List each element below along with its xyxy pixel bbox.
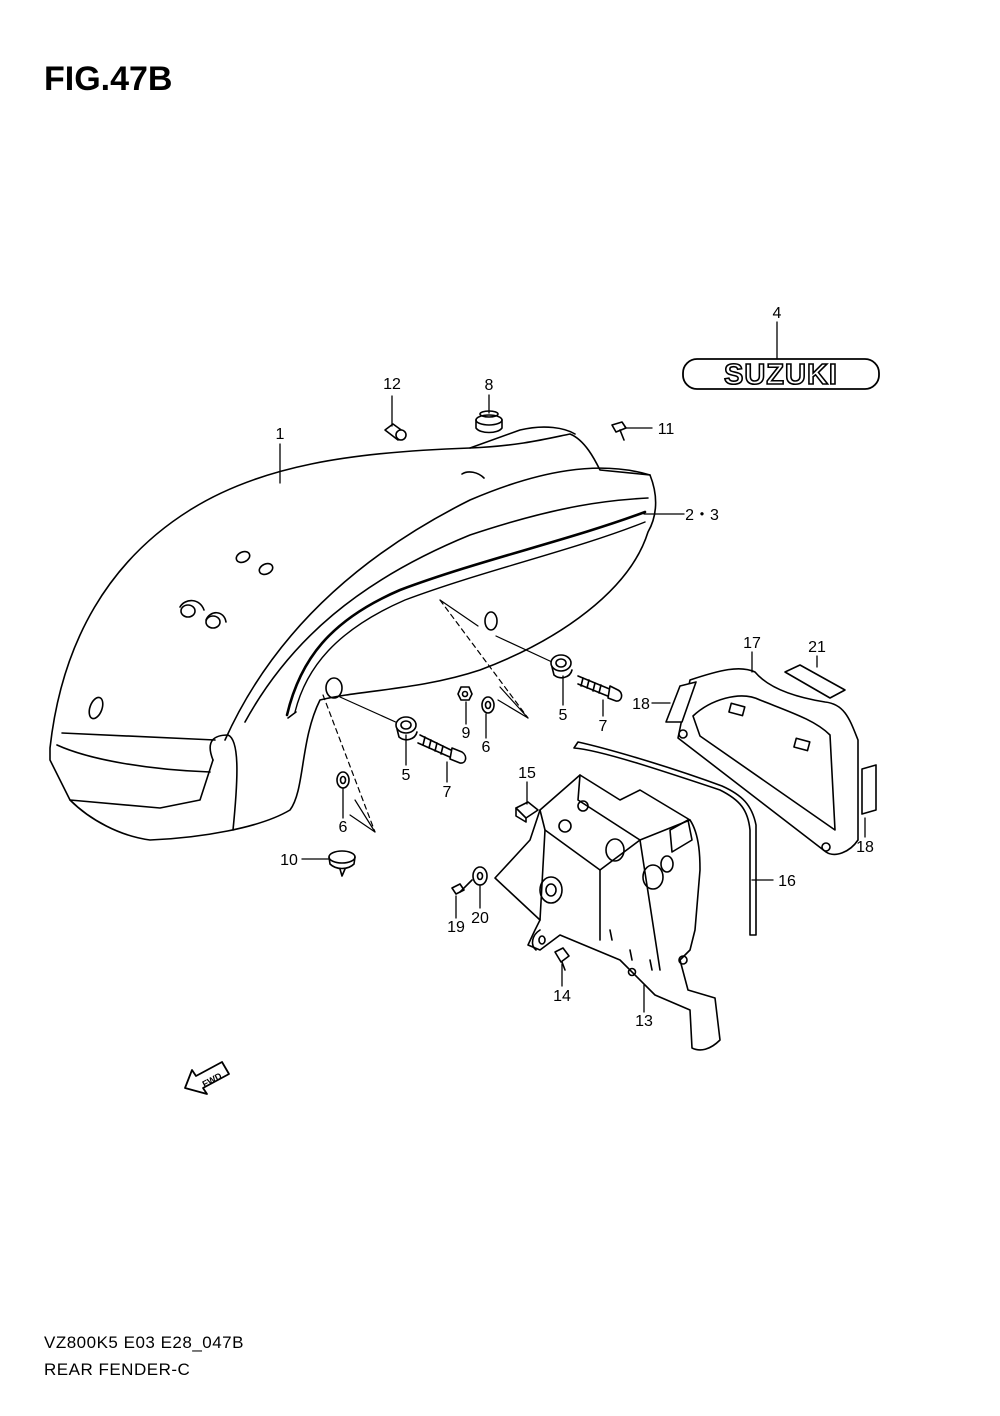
callout-7-right: 7 bbox=[599, 718, 608, 735]
callout-4: 4 bbox=[773, 305, 782, 322]
screw-11 bbox=[611, 421, 627, 441]
bolt-14 bbox=[554, 947, 570, 971]
callout-7-left: 7 bbox=[443, 784, 452, 801]
screw-19 bbox=[451, 879, 473, 895]
grommet-5-right bbox=[550, 654, 573, 679]
washer-6-left bbox=[336, 771, 350, 789]
bolt-7-right bbox=[577, 675, 623, 702]
callout-18-right: 18 bbox=[856, 839, 874, 856]
pad-18-left bbox=[665, 681, 697, 723]
trim-16 bbox=[573, 741, 757, 936]
cap-10 bbox=[328, 850, 356, 877]
callout-20: 20 bbox=[471, 910, 489, 927]
pad-18-right bbox=[861, 764, 877, 815]
nut-12 bbox=[384, 423, 407, 441]
callout-5-left: 5 bbox=[402, 767, 411, 784]
callout-8: 8 bbox=[485, 377, 494, 394]
rear-fender bbox=[49, 426, 657, 841]
callout-12: 12 bbox=[383, 376, 401, 393]
callout-5-right: 5 bbox=[559, 707, 568, 724]
washer-20 bbox=[472, 866, 488, 886]
callout-14: 14 bbox=[553, 988, 571, 1005]
callout-11: 11 bbox=[658, 421, 675, 438]
license-bracket-13 bbox=[494, 774, 721, 1051]
suzuki-emblem bbox=[682, 358, 880, 390]
nut-9 bbox=[457, 686, 473, 701]
bolt-7-left bbox=[417, 734, 467, 764]
callout-1: 1 bbox=[276, 426, 285, 443]
callout-18-left: 18 bbox=[632, 696, 650, 713]
washer-6-right bbox=[481, 696, 495, 714]
callout-10: 10 bbox=[280, 852, 298, 869]
callout-17: 17 bbox=[743, 635, 761, 652]
clip-15 bbox=[515, 801, 539, 823]
callout-15: 15 bbox=[518, 765, 536, 782]
callout-21: 21 bbox=[808, 639, 826, 656]
callout-16: 16 bbox=[778, 873, 796, 890]
figure-title: FIG.47B bbox=[44, 60, 173, 98]
license-frame-17 bbox=[677, 667, 859, 856]
callout-2-3: 2・3 bbox=[685, 507, 719, 524]
suzuki-badge-text: SUZUKI bbox=[724, 359, 838, 391]
callout-6-left: 6 bbox=[339, 819, 348, 836]
diagram-name: REAR FENDER-C bbox=[44, 1360, 191, 1379]
callout-9: 9 bbox=[462, 725, 471, 742]
callout-13: 13 bbox=[635, 1013, 653, 1030]
fwd-arrow-icon bbox=[184, 1061, 230, 1095]
strip-21 bbox=[784, 664, 846, 699]
callout-6-right: 6 bbox=[482, 739, 491, 756]
callout-19: 19 bbox=[447, 919, 465, 936]
grommet-8 bbox=[475, 410, 503, 434]
grommet-5-left bbox=[395, 716, 418, 741]
diagram-code: VZ800K5 E03 E28_047B bbox=[44, 1333, 244, 1352]
